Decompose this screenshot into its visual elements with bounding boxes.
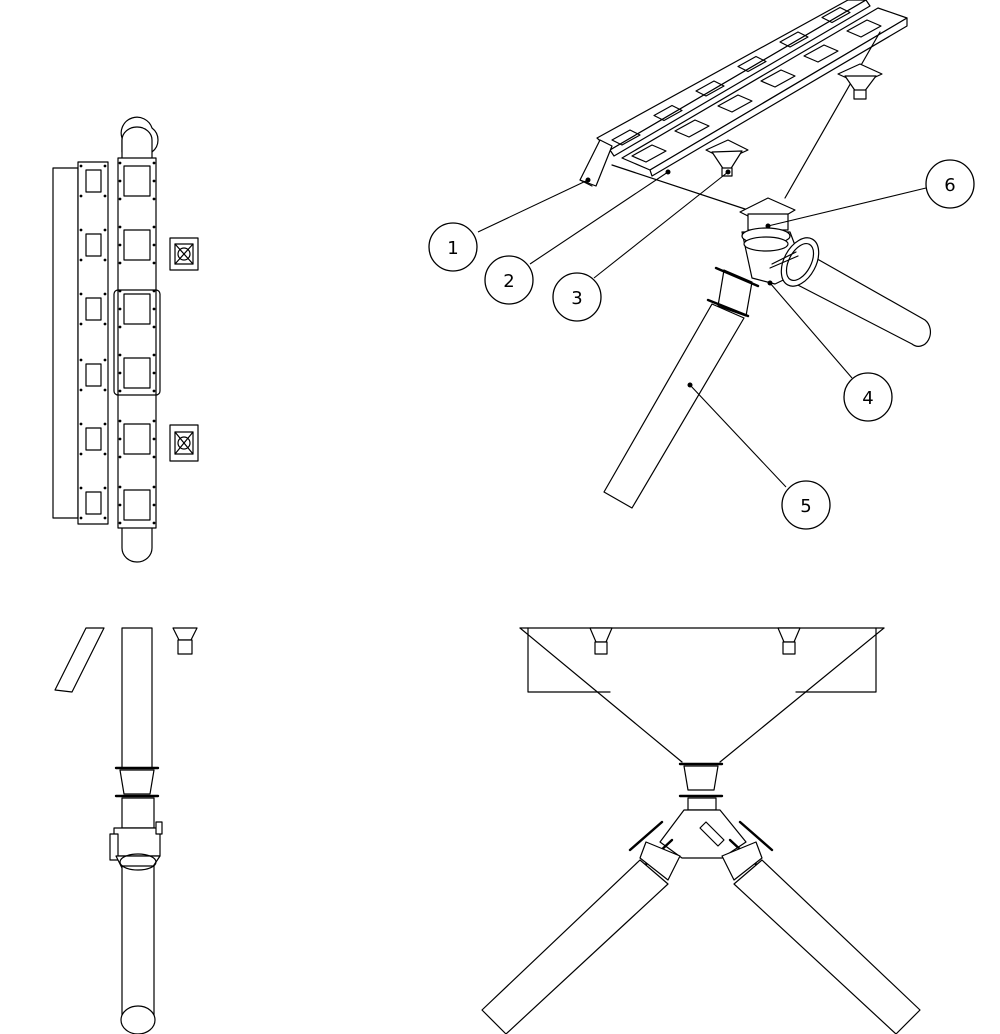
small-hopper-iso-2 — [837, 63, 883, 100]
left-flange-opening — [79, 358, 107, 392]
small-hopper-top-1 — [169, 237, 199, 271]
callout-3: 3 — [552, 169, 731, 322]
rail-opening-front — [674, 119, 710, 138]
left-flange-opening — [79, 486, 107, 520]
left-flange-opening — [79, 292, 107, 326]
rail-opening-back — [737, 55, 767, 73]
main-flange-opening — [118, 225, 156, 265]
callout-2-label: 2 — [503, 271, 514, 292]
left-flange-opening — [79, 164, 107, 198]
rail-opening-front — [717, 94, 753, 113]
rail-opening-back — [779, 31, 809, 48]
left-flange-opening — [79, 228, 107, 262]
side-view — [54, 627, 198, 1034]
rail-opening-front — [631, 144, 667, 163]
callout-1-label: 1 — [447, 238, 458, 259]
rail-opening-back — [821, 6, 851, 24]
rail-opening-back — [611, 129, 641, 146]
top-view — [52, 116, 199, 563]
main-flange-opening — [118, 485, 156, 525]
rail-opening-front — [803, 44, 839, 63]
small-hopper-top-2 — [169, 424, 199, 462]
main-flange-opening — [118, 161, 156, 201]
callout-5-label: 5 — [800, 496, 811, 517]
rail-opening-front — [760, 69, 796, 88]
rail-opening-back — [653, 104, 683, 122]
main-flange-opening — [118, 419, 156, 459]
isometric-view — [579, 0, 932, 509]
front-view — [481, 627, 921, 1034]
callout-6: 6 — [765, 159, 975, 229]
rail-opening-back — [695, 80, 725, 97]
callout-6-label: 6 — [944, 175, 955, 196]
callout-2: 2 — [484, 169, 671, 305]
callouts: 1 2 3 4 5 6 — [428, 159, 975, 530]
rail-opening-front — [846, 19, 882, 38]
left-flange-opening — [79, 422, 107, 456]
callout-3-label: 3 — [571, 288, 582, 309]
callout-1: 1 — [428, 177, 591, 272]
callout-5: 5 — [687, 382, 831, 530]
callout-4: 4 — [767, 280, 893, 422]
main-flange-opening — [118, 289, 156, 329]
main-flange-opening — [118, 353, 156, 393]
callout-4-label: 4 — [862, 388, 873, 409]
